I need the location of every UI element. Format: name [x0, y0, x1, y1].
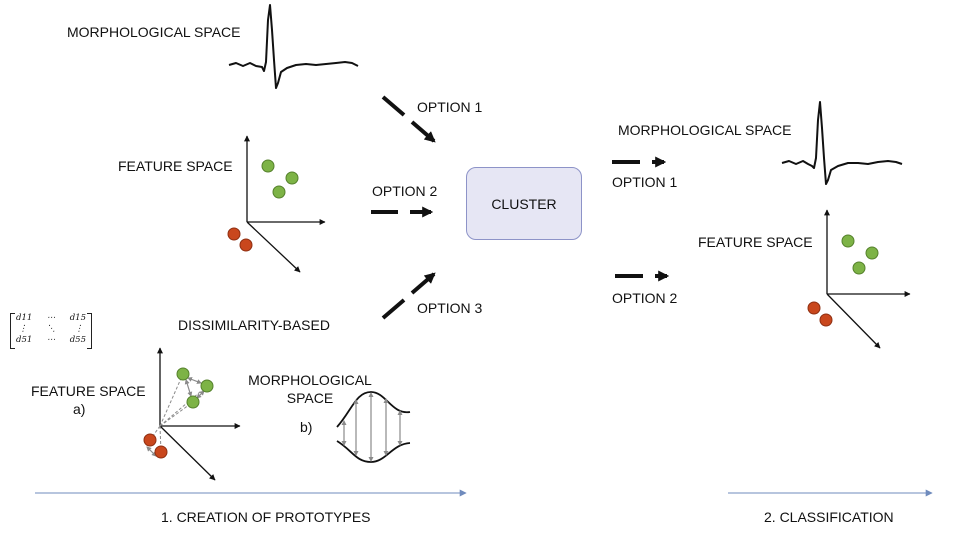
- red-point: [154, 445, 168, 459]
- morphological-distance-arrows: [341, 392, 403, 462]
- morphological-space-b-line2: SPACE: [286, 390, 334, 406]
- red-point: [239, 238, 253, 252]
- green-point: [261, 159, 275, 173]
- matrix-cell: d51: [16, 335, 33, 345]
- option1-arrow: [381, 95, 436, 143]
- red-point: [819, 313, 833, 327]
- cluster-box: CLUSTER: [466, 167, 582, 240]
- green-point: [200, 379, 214, 393]
- feature-space-axes-right: [824, 209, 911, 349]
- matrix-cell: d11: [16, 313, 33, 323]
- matrix-cell: d55: [69, 335, 86, 345]
- feature-space-label-left: FEATURE SPACE: [118, 158, 233, 174]
- option2-right-label: OPTION 2: [612, 290, 678, 306]
- feature-space-axes-left: [244, 135, 326, 273]
- option1-label: OPTION 1: [417, 99, 483, 115]
- green-point: [865, 246, 879, 260]
- phase1-label: 1. CREATION OF PROTOTYPES: [161, 509, 371, 525]
- matrix-cell: ⋱: [46, 324, 56, 334]
- morphological-space-label-right: MORPHOLOGICAL SPACE: [618, 122, 792, 138]
- option1-right-label: OPTION 1: [612, 174, 678, 190]
- option3-arrow: [381, 272, 436, 320]
- matrix-cell: d15: [69, 313, 86, 323]
- morphological-space-b-line1: MORPHOLOGICAL: [248, 372, 372, 388]
- morphological-space-b-tag: b): [300, 419, 313, 435]
- matrix-cell: ⋮: [18, 324, 28, 334]
- red-point: [227, 227, 241, 241]
- feature-space-label-right: FEATURE SPACE: [698, 234, 813, 250]
- option3-label: OPTION 3: [417, 300, 483, 316]
- feature-space-a-tag: a): [73, 401, 86, 417]
- red-point: [807, 301, 821, 315]
- feature-space-axes-a: [157, 347, 241, 481]
- feature-space-a-label: FEATURE SPACE: [31, 383, 146, 399]
- dissimilarity-based-label: DISSIMILARITY-BASED: [178, 317, 330, 333]
- option2-label: OPTION 2: [372, 183, 438, 199]
- green-point: [841, 234, 855, 248]
- green-point: [272, 185, 286, 199]
- green-point: [176, 367, 190, 381]
- green-point: [852, 261, 866, 275]
- matrix-cell: ⋮: [74, 324, 84, 334]
- cluster-label: CLUSTER: [491, 195, 557, 212]
- morphological-space-label-top: MORPHOLOGICAL SPACE: [67, 24, 241, 40]
- dissimilarity-arrows: [146, 377, 205, 457]
- phase2-label: 2. CLASSIFICATION: [764, 509, 894, 525]
- matrix-cell: ⋯: [46, 313, 56, 323]
- red-point: [143, 433, 157, 447]
- green-point: [186, 395, 200, 409]
- matrix-cell: ⋯: [46, 335, 56, 345]
- green-point: [285, 171, 299, 185]
- ecg-waveform-top: [228, 4, 359, 89]
- ecg-waveform-right: [781, 101, 903, 185]
- dissimilarity-matrix: d11 ⋯ d15 ⋮ ⋱ ⋮ d51 ⋯ d55: [10, 313, 92, 349]
- dissimilarity-lines: [149, 373, 208, 453]
